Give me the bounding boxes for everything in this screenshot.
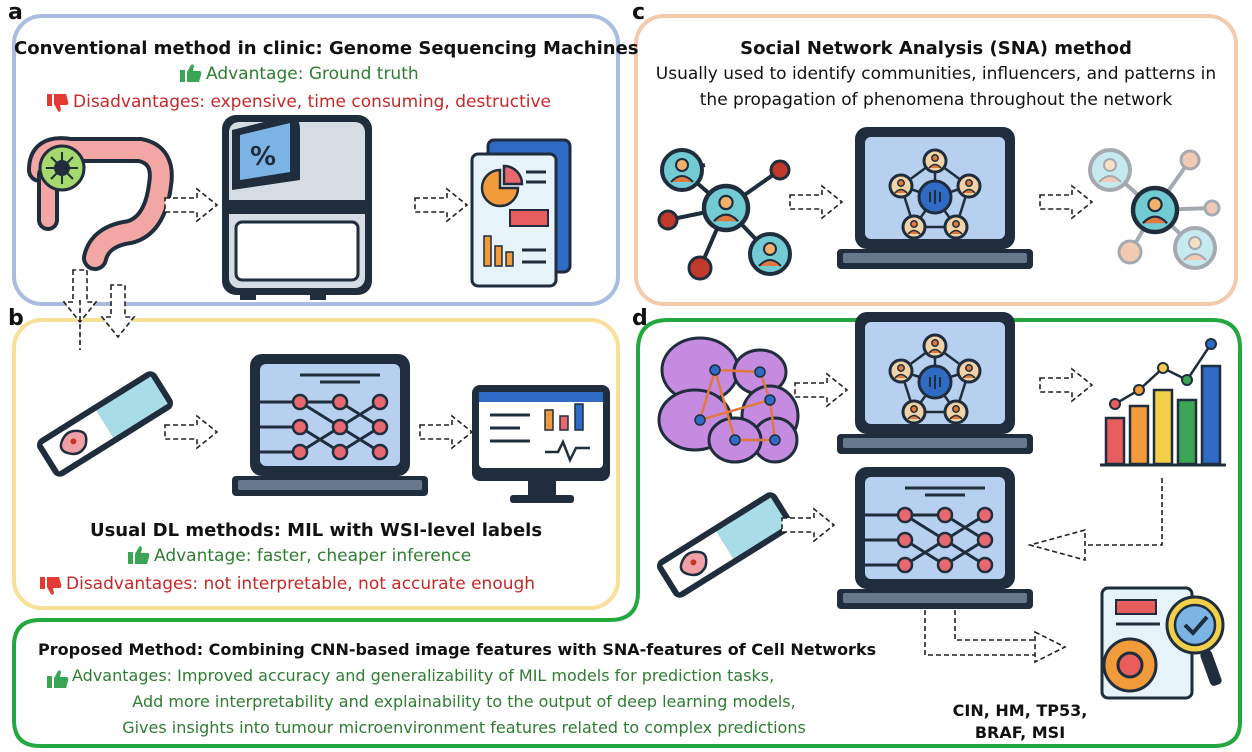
panel-b-title: Usual DL methods: MIL with WSI-level lab… [89, 520, 543, 541]
central-person-icon [1133, 188, 1177, 232]
sequencer-icon: % [222, 115, 372, 300]
panel-d-advantages-3: Gives insights into tumour microenvironm… [122, 718, 806, 737]
laptop-neural-icon-d [837, 467, 1033, 609]
results-line2: BRAF, MSI [974, 723, 1066, 742]
cell-network-icon [657, 336, 800, 464]
monitor-icon [472, 385, 610, 503]
slide-icon-d [652, 487, 798, 603]
panel-a-border [12, 14, 620, 306]
panel-c-title: Social Network Analysis (SNA) method [740, 38, 1132, 59]
thumbs-up-icon [128, 546, 150, 564]
svg-text:%: % [250, 142, 276, 172]
social-network-icon [657, 148, 792, 281]
panel-b-advantage: Advantage: faster, cheaper inference [154, 546, 472, 566]
panel-c-line1: Usually used to identify communities, in… [655, 64, 1217, 84]
panel-a-title: Conventional method in clinic: Genome Se… [14, 38, 639, 59]
panel-b-border [12, 318, 620, 610]
results-line1: CIN, HM, TP53, [952, 701, 1088, 720]
panel-d-advantages-2: Add more interpretability and explainabi… [132, 692, 796, 711]
colon-icon [27, 136, 174, 271]
panel-d-title: Proposed Method: Combining CNN-based ima… [38, 640, 877, 659]
gear-check-icon [1100, 586, 1225, 700]
laptop-to-results-arrow [924, 610, 1067, 664]
panel-a-disadvantages: Disadvantages: expensive, time consuming… [73, 92, 552, 112]
report-icon [470, 138, 572, 288]
chart-to-laptop-arrow [1026, 478, 1163, 562]
panel-label-b: b [8, 306, 24, 331]
thumbs-up-icon [180, 64, 202, 82]
thumbs-up-icon [47, 670, 69, 688]
panel-d-advantages-1: Advantages: Improved accuracy and genera… [72, 666, 775, 685]
laptop-network-icon-d [837, 312, 1033, 454]
laptop-network-icon [837, 127, 1033, 269]
panel-c-border [634, 14, 1238, 306]
thumbs-down-icon [40, 577, 62, 595]
panel-b-disadvantages: Disadvantages: not interpretable, not ac… [66, 574, 536, 594]
panel-label-d: d [632, 306, 648, 331]
results-list: CIN, HM, TP53, BRAF, MSI [940, 700, 1100, 744]
slide-icon [32, 366, 178, 482]
panel-label-c: c [632, 0, 646, 25]
laptop-neural-icon [232, 354, 428, 496]
thumbs-down-icon [47, 94, 69, 112]
panel-label-a: a [8, 0, 23, 25]
panel-a-advantage: Advantage: Ground truth [206, 64, 419, 84]
bar-chart-icon [1100, 338, 1226, 467]
panel-c-line2: the propagation of phenomena throughout … [699, 90, 1173, 110]
panel-d-border [12, 318, 1242, 748]
